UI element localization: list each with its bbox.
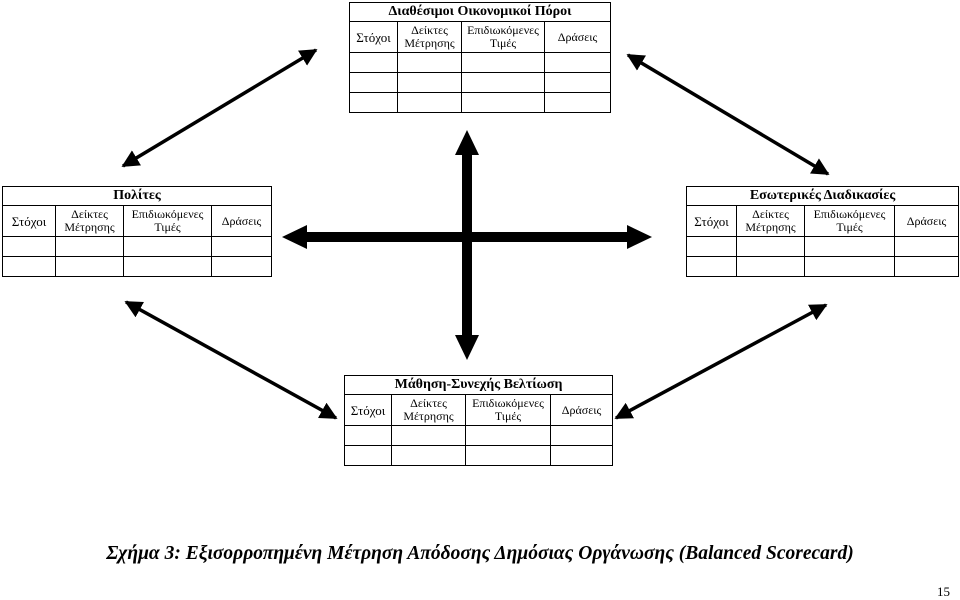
citizens-goals-header: Στόχοι — [2, 205, 56, 237]
citizens-actions-header: Δράσεις — [210, 205, 273, 237]
arrow-internal-learning — [614, 303, 828, 420]
arrowhead-up — [455, 130, 479, 155]
learning-goals-header: Στόχοι — [344, 394, 392, 426]
page-number: 15 — [937, 584, 950, 599]
financial-goals-header: Στόχοι — [349, 21, 398, 53]
figure-caption: Σχήμα 3: Εξισορροπημένη Μέτρηση Απόδοσης… — [106, 543, 854, 564]
internal-goals-header: Στόχοι — [686, 205, 737, 237]
arrowhead-left — [282, 225, 307, 249]
table-row — [686, 256, 960, 277]
citizens-title: Πολίτες — [1, 186, 273, 206]
arrow-citizens-learning — [124, 300, 338, 420]
arrow-financial-citizens — [121, 48, 318, 168]
table-row — [344, 425, 614, 446]
cross-horizontal-bar — [305, 232, 629, 242]
center-cross — [282, 130, 652, 360]
table-row — [349, 52, 612, 73]
table-row — [2, 256, 273, 277]
internal-actions-header: Δράσεις — [893, 205, 960, 237]
table-row — [686, 236, 960, 257]
financial-perspective-table: Διαθέσιμοι Οικονομικοί Πόροι Στόχοι Δείκ… — [348, 2, 612, 113]
arrowhead-right — [627, 225, 652, 249]
arrowhead-down — [455, 335, 479, 360]
financial-title: Διαθέσιμοι Οικονομικοί Πόροι — [348, 2, 612, 22]
cross-vertical-bar — [462, 150, 472, 340]
table-row — [349, 72, 612, 93]
table-row — [2, 236, 273, 257]
table-row — [344, 445, 614, 466]
learning-actions-header: Δράσεις — [549, 394, 614, 426]
internal-title: Εσωτερικές Διαδικασίες — [685, 186, 960, 206]
table-row — [349, 92, 612, 113]
learning-title: Μάθηση-Συνεχής Βελτίωση — [343, 375, 614, 395]
financial-actions-header: Δράσεις — [543, 21, 612, 53]
arrow-financial-internal — [626, 53, 830, 176]
